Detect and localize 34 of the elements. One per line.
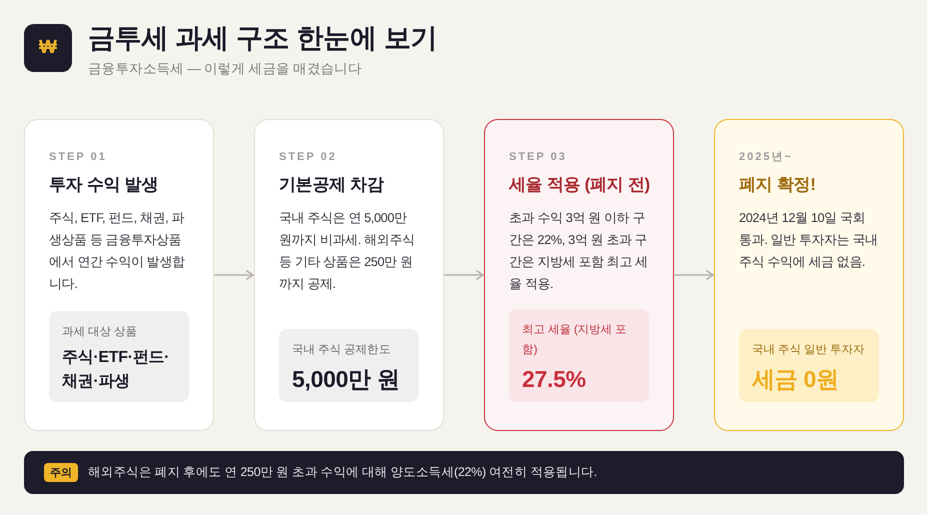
card-text: 초과 수익 3억 원 이하 구간은 22%, 3억 원 초과 구간은 지방세 포함 최고 세율 적용.: [509, 209, 649, 293]
highlight-value: 5,000만 원: [292, 365, 401, 394]
highlight-label: 국내 주식 일반 투자자: [752, 343, 866, 358]
step-label: 2025년~: [739, 150, 793, 164]
highlight-value: 27.5%: [522, 365, 587, 394]
notice-text: 해외주식은 폐지 후에도 연 250만 원 초과 수익에 대해 양도소득세(22%) 여전히 적용됩니다.: [88, 464, 597, 481]
notice-bar: [24, 451, 904, 494]
highlight-value: 주식·ETF·펀드·채권·파생: [62, 348, 170, 392]
step-card: [714, 119, 904, 431]
card-heading: 세율 적용 (폐지 전): [509, 174, 650, 196]
card-heading: 투자 수익 발생: [49, 174, 158, 196]
card-text: 주식, ETF, 펀드, 채권, 파생상품 등 금융투자상품에서 연간 수익이 발생합니다.: [49, 209, 186, 293]
arrow: [444, 270, 484, 280]
step-card: [24, 119, 214, 431]
step-label: STEP 02: [279, 150, 337, 164]
currency-badge: ₩: [24, 24, 72, 72]
step-label: STEP 01: [49, 150, 107, 164]
arrow: [674, 270, 714, 280]
arrow: [214, 270, 254, 280]
title: 금투세 과세 구조 한눈에 보기: [88, 22, 438, 55]
step-label: STEP 03: [509, 150, 567, 164]
card-heading: 폐지 확정!: [739, 174, 816, 196]
highlight-value: 세금 0원: [752, 365, 840, 394]
warning-badge: 주의: [44, 463, 78, 482]
highlight-label: 과세 대상 상품: [62, 325, 138, 340]
highlight-label: 최고 세율 (지방세 포함): [522, 323, 628, 358]
highlight-box: [739, 329, 879, 402]
step-card: [484, 119, 674, 431]
highlight-label: 국내 주식 공제한도: [292, 343, 392, 358]
card-heading: 기본공제 차감: [279, 174, 384, 196]
card-text: 국내 주식은 연 5,000만 원까지 비과세. 해외주식 등 기타 상품은 250만 원까지 공제.: [279, 209, 416, 293]
subtitle: 금융투자소득세 — 이렇게 세금을 매겼습니다: [88, 60, 362, 78]
card-text: 2024년 12월 10일 국회 통과. 일반 투자자는 국내 주식 수익에 세금 없음.: [739, 209, 879, 271]
step-card: [254, 119, 444, 431]
